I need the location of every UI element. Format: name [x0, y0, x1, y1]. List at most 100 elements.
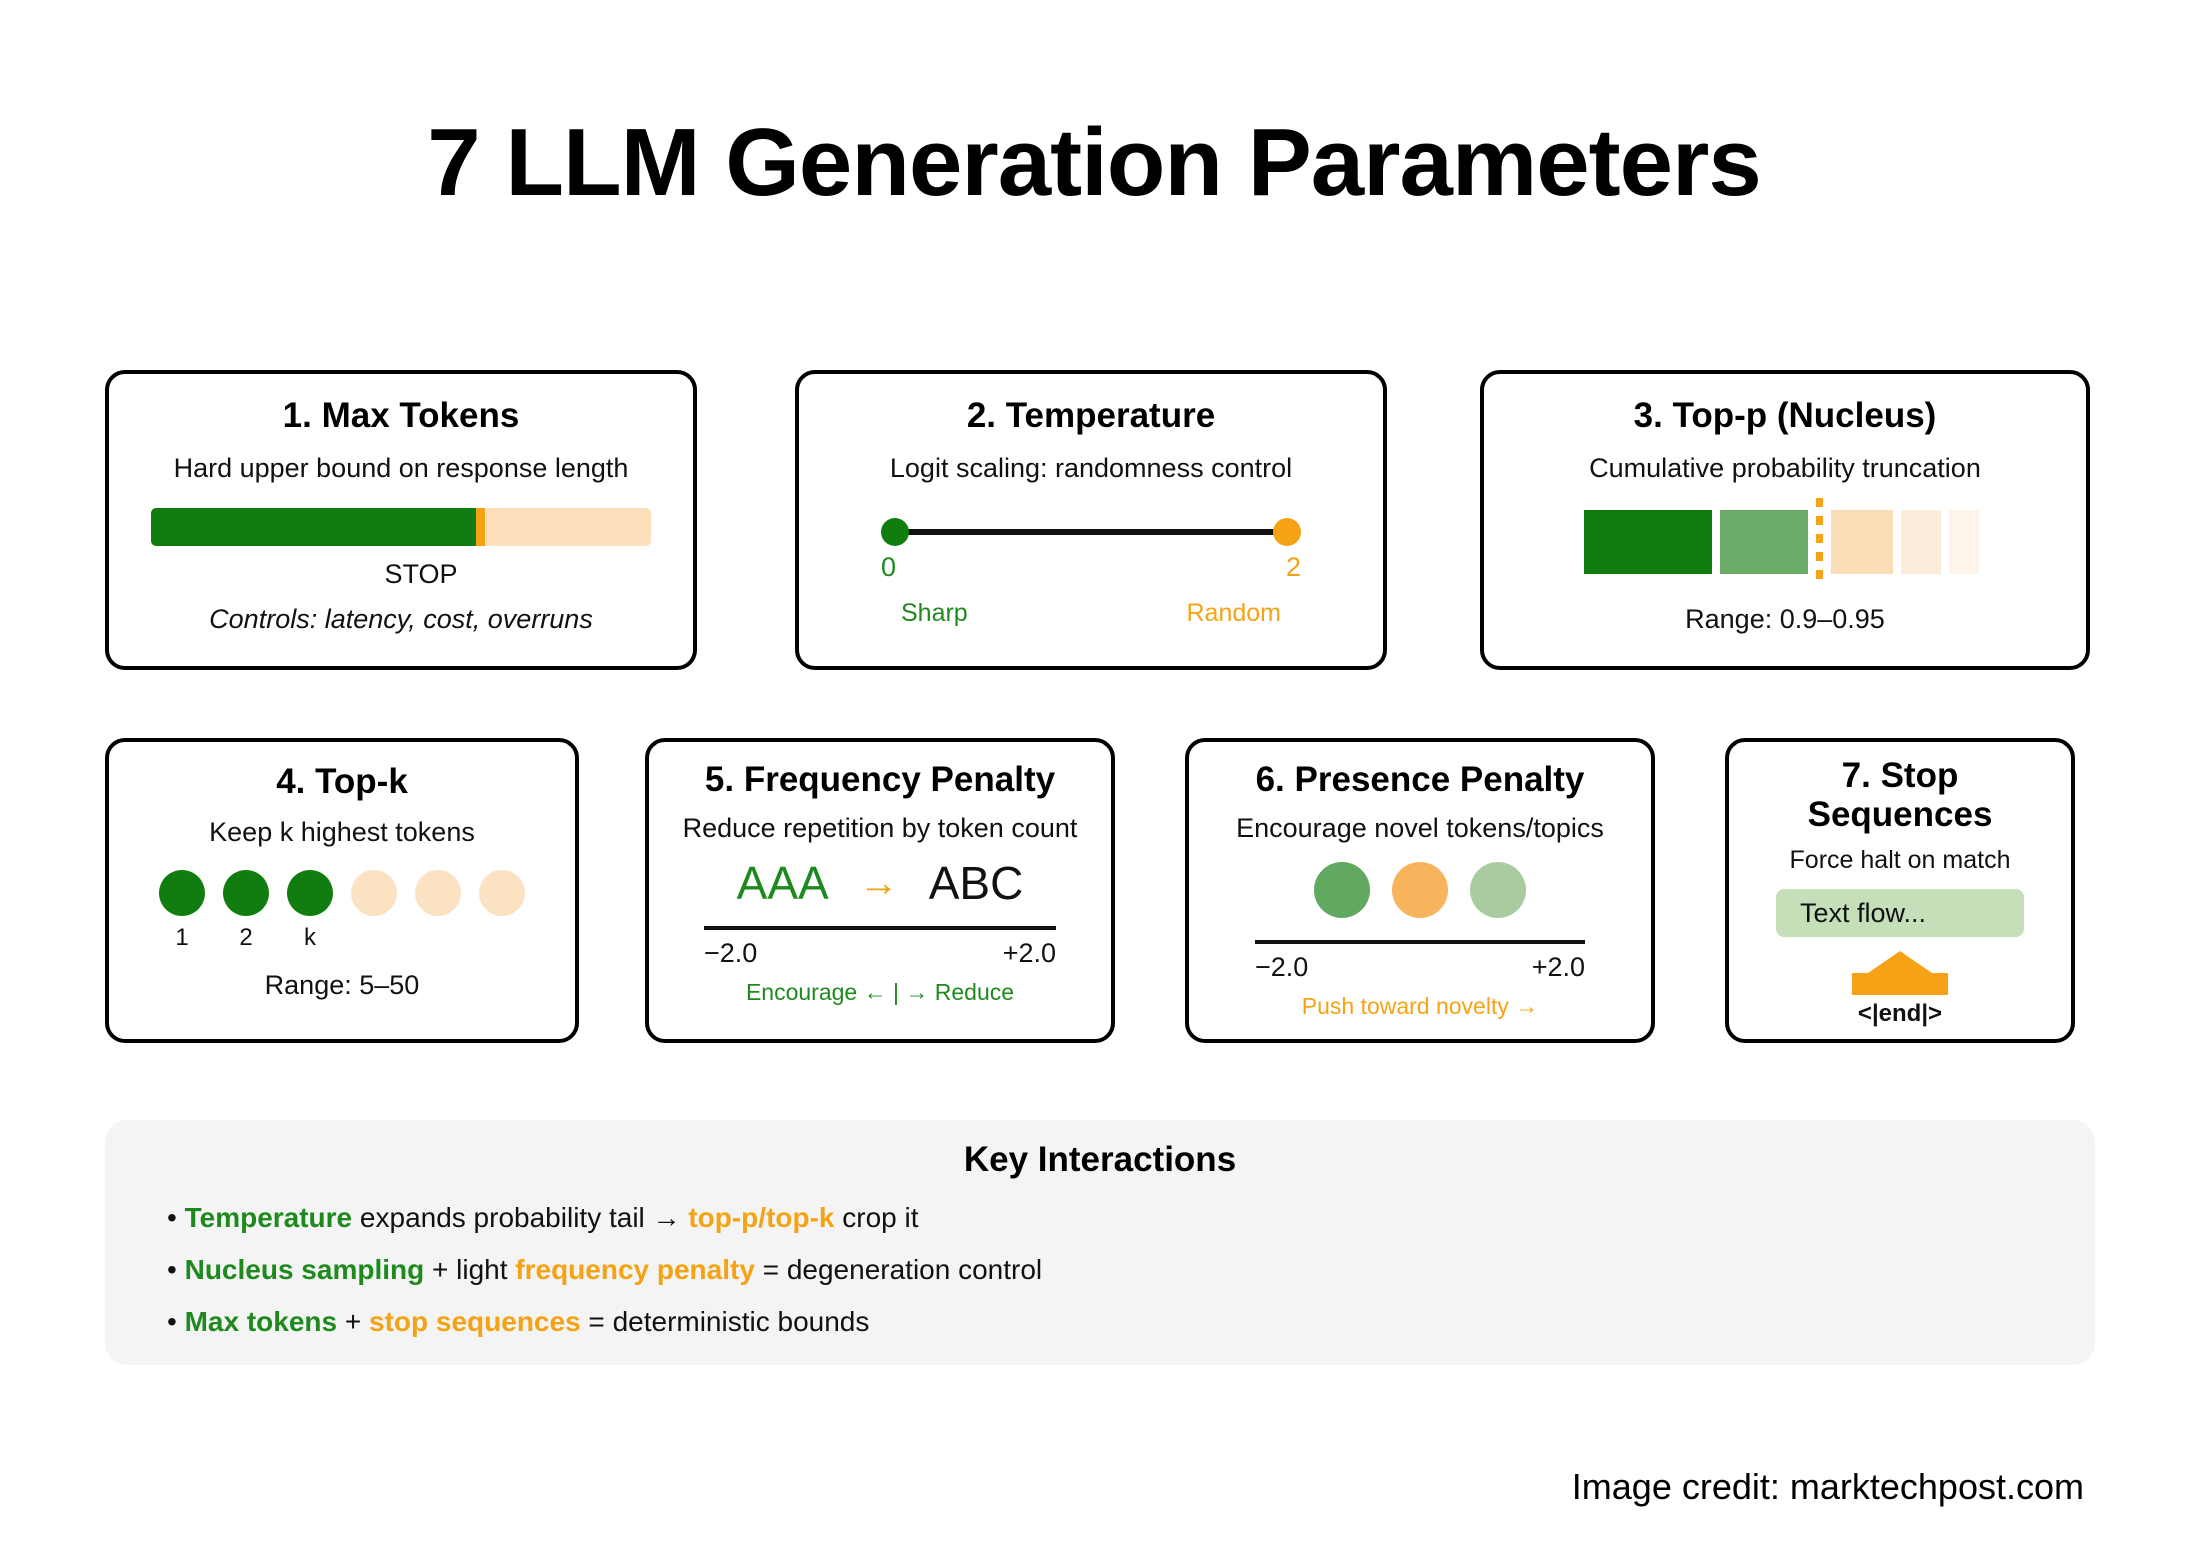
scale-max-value: 2	[1285, 552, 1301, 583]
frequency-scale-note: Encourage ← | → Reduce	[745, 979, 1015, 1006]
key-interactions-title: Key Interactions	[963, 1140, 1237, 1179]
bullet-term-secondary: frequency penalty	[515, 1254, 755, 1285]
presence-scale-line	[1255, 940, 1585, 945]
stop-label: STOP	[384, 559, 458, 590]
repeated-tokens: AAA	[736, 857, 829, 910]
card-top-p-title: 3. Top-p (Nucleus)	[1633, 396, 1937, 435]
slider-track	[895, 529, 1287, 536]
card-max-tokens-title: 1. Max Tokens	[282, 396, 520, 435]
scale-min-value: 0	[881, 552, 897, 583]
token-dot-cell: k	[287, 870, 333, 952]
token-dot-cell	[351, 870, 397, 952]
repetition-demo: AAA → ABC	[737, 856, 1024, 910]
scale-max-label: Random	[1186, 599, 1282, 628]
top-k-token-dots: 1 2 k	[159, 870, 525, 952]
frequency-scale-min: −2.0	[704, 938, 758, 969]
token-dot	[351, 870, 397, 917]
nucleus-block	[1719, 510, 1808, 575]
card-top-p-subtitle: Cumulative probability truncation	[1589, 453, 1981, 484]
card-presence-penalty: 6. Presence Penalty Encourage novel toke…	[1185, 738, 1655, 1043]
presence-scale-max: +2.0	[1531, 952, 1585, 983]
temperature-slider[interactable]	[881, 518, 1301, 547]
card-presence-penalty-subtitle: Encourage novel tokens/topics	[1236, 813, 1604, 844]
token-dot	[223, 870, 269, 917]
bullet-marker: •	[167, 1202, 185, 1233]
slider-handle-min[interactable]	[881, 518, 909, 547]
presence-scale-ends: −2.0 +2.0	[1255, 952, 1585, 983]
card-presence-penalty-title: 6. Presence Penalty	[1255, 760, 1585, 799]
progress-stop-divider	[476, 508, 485, 547]
nucleus-cutoff-line	[1815, 498, 1823, 587]
image-credit: Image credit: marktechpost.com	[1571, 1466, 2084, 1507]
bullet-text: expands probability tail →	[352, 1202, 689, 1233]
bullet-term-secondary: top-p/top-k	[688, 1202, 835, 1233]
presence-dot	[1314, 862, 1370, 919]
token-dot	[479, 870, 525, 917]
token-dot-cell	[415, 870, 461, 952]
token-dot	[415, 870, 461, 917]
presence-token-dots	[1314, 862, 1526, 919]
page-title: 7 LLM Generation Parameters	[427, 109, 1761, 216]
key-interaction-item: • Max tokens + stop sequences = determin…	[167, 1306, 2095, 1338]
bullet-term-primary: Temperature	[184, 1202, 353, 1233]
card-top-k-footer: Range: 5–50	[264, 970, 420, 1001]
bullet-text: crop it	[834, 1202, 919, 1233]
key-interactions-list: • Temperature expands probability tail →…	[105, 1202, 2095, 1338]
card-temperature-title: 2. Temperature	[966, 396, 1216, 435]
presence-scale-note: Push toward novelty →	[1301, 993, 1539, 1020]
bullet-marker: •	[167, 1306, 185, 1337]
frequency-scale-max: +2.0	[1002, 938, 1056, 969]
text-flow-pill: Text flow...	[1776, 889, 2024, 938]
card-frequency-penalty: 5. Frequency Penalty Reduce repetition b…	[645, 738, 1115, 1043]
presence-dot	[1392, 862, 1448, 919]
token-dot-cell: 2	[223, 870, 269, 952]
card-temperature: 2. Temperature Logit scaling: randomness…	[795, 370, 1387, 670]
token-dot-label: 2	[239, 924, 253, 952]
key-interaction-item: • Nucleus sampling + light frequency pen…	[167, 1254, 2095, 1286]
card-top-k-subtitle: Keep k highest tokens	[209, 817, 475, 848]
card-top-p-footer: Range: 0.9–0.95	[1685, 604, 1885, 635]
bullet-term-primary: Max tokens	[184, 1306, 338, 1337]
progress-remainder	[485, 508, 651, 547]
varied-tokens: ABC	[928, 857, 1024, 910]
key-interactions-panel: Key Interactions • Temperature expands p…	[105, 1120, 2095, 1365]
token-dot-label: k	[304, 924, 316, 952]
bullet-marker: •	[167, 1254, 185, 1285]
marker-base	[1852, 973, 1948, 996]
token-dot	[159, 870, 205, 917]
nucleus-block	[1583, 510, 1712, 575]
bullet-text: + light	[424, 1254, 516, 1285]
max-tokens-progress-bar	[151, 508, 651, 547]
progress-fill	[151, 508, 476, 547]
token-dot-cell: 1	[159, 870, 205, 952]
frequency-scale-line	[704, 926, 1056, 931]
nucleus-blocks	[1583, 498, 1987, 587]
token-dot-label: 1	[175, 924, 189, 952]
card-max-tokens-footer: Controls: latency, cost, overruns	[209, 604, 593, 635]
card-max-tokens: 1. Max Tokens Hard upper bound on respon…	[105, 370, 697, 670]
bullet-text: = degeneration control	[754, 1254, 1043, 1285]
bullet-text: +	[337, 1306, 370, 1337]
bullet-term-secondary: stop sequences	[369, 1306, 581, 1337]
stop-token-label: <|end|>	[1857, 1000, 1943, 1028]
arrow-right-icon: →	[858, 860, 899, 905]
temperature-legend: Sharp Random	[901, 599, 1281, 628]
triangle-up-icon	[1868, 951, 1932, 974]
temperature-scale: 0 2	[881, 552, 1301, 583]
scale-min-label: Sharp	[901, 599, 968, 628]
token-dot-cell	[479, 870, 525, 952]
nucleus-block	[1830, 510, 1893, 575]
token-dot	[287, 870, 333, 917]
card-frequency-penalty-title: 5. Frequency Penalty	[704, 760, 1056, 799]
nucleus-block	[1948, 510, 1979, 575]
card-top-k-title: 4. Top-k	[276, 762, 408, 801]
key-interaction-item: • Temperature expands probability tail →…	[167, 1202, 2095, 1234]
card-stop-sequences-subtitle: Force halt on match	[1789, 846, 2011, 875]
presence-dot	[1470, 862, 1526, 919]
card-temperature-subtitle: Logit scaling: randomness control	[889, 453, 1293, 484]
card-top-p: 3. Top-p (Nucleus) Cumulative probabilit…	[1480, 370, 2090, 670]
card-top-k: 4. Top-k Keep k highest tokens 1 2 k Range…	[105, 738, 579, 1043]
slider-handle-max[interactable]	[1273, 518, 1301, 547]
